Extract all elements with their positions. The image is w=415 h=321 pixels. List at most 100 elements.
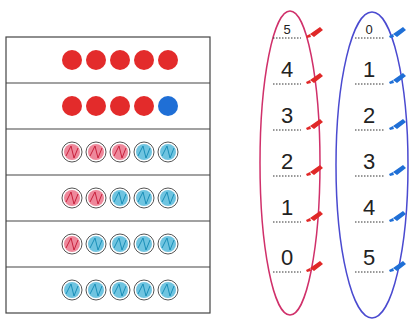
answer-number: 5 bbox=[283, 22, 290, 35]
counter-dot bbox=[62, 96, 82, 116]
counter-dot bbox=[62, 50, 82, 70]
row-divider bbox=[6, 128, 210, 129]
crayon-scribble bbox=[114, 192, 126, 204]
crayon-fill bbox=[88, 144, 104, 160]
crayon-fill bbox=[112, 144, 128, 160]
counter-circle bbox=[134, 142, 154, 162]
counter-circle bbox=[86, 280, 106, 300]
crayon-fill bbox=[64, 282, 80, 298]
row-divider bbox=[6, 220, 210, 221]
answer-line bbox=[273, 130, 301, 131]
crayon-fill bbox=[112, 190, 128, 206]
marker-icon bbox=[389, 261, 406, 272]
answer-line bbox=[355, 176, 384, 177]
marker-icon bbox=[306, 119, 323, 130]
answer-line bbox=[355, 130, 384, 131]
answer-line bbox=[355, 222, 384, 223]
answer-line bbox=[273, 38, 301, 39]
counter-circle bbox=[158, 234, 178, 254]
marker-icon bbox=[389, 73, 406, 84]
counter-circle bbox=[110, 188, 130, 208]
crayon-scribble bbox=[138, 192, 150, 204]
answer-line bbox=[355, 38, 384, 39]
counter-circle bbox=[62, 280, 82, 300]
crayon-scribble bbox=[114, 238, 126, 250]
counter-circle bbox=[134, 188, 154, 208]
counter-circle bbox=[158, 188, 178, 208]
answer-number: 3 bbox=[281, 105, 293, 127]
counter-circle bbox=[62, 142, 82, 162]
marker-icon bbox=[306, 73, 323, 84]
crayon-scribble bbox=[66, 238, 78, 250]
row-divider bbox=[6, 174, 210, 175]
crayon-scribble bbox=[162, 146, 174, 158]
counter-circle bbox=[110, 142, 130, 162]
counter-dot bbox=[110, 96, 130, 116]
blue-loop bbox=[336, 12, 408, 318]
crayon-scribble bbox=[114, 284, 126, 296]
answer-number: 1 bbox=[363, 59, 375, 81]
crayon-scribble bbox=[162, 284, 174, 296]
marker-icon bbox=[306, 261, 323, 272]
counter-dot bbox=[158, 96, 178, 116]
counter-dot bbox=[134, 96, 154, 116]
crayon-scribble bbox=[66, 284, 78, 296]
crayon-fill bbox=[160, 144, 176, 160]
crayon-fill bbox=[64, 144, 80, 160]
crayon-fill bbox=[112, 236, 128, 252]
crayon-scribble bbox=[138, 146, 150, 158]
crayon-fill bbox=[160, 236, 176, 252]
crayon-fill bbox=[88, 236, 104, 252]
crayon-fill bbox=[88, 282, 104, 298]
crayon-fill bbox=[136, 144, 152, 160]
marker-icon bbox=[389, 119, 406, 130]
counter-circle bbox=[110, 280, 130, 300]
crayon-scribble bbox=[138, 238, 150, 250]
crayon-fill bbox=[88, 190, 104, 206]
answer-line bbox=[355, 84, 384, 85]
crayon-scribble bbox=[162, 192, 174, 204]
counter-dot bbox=[110, 50, 130, 70]
counter-circle bbox=[62, 188, 82, 208]
marker-icon bbox=[306, 211, 323, 222]
marker-icon bbox=[306, 27, 323, 38]
crayon-scribble bbox=[90, 192, 102, 204]
marker-icon bbox=[306, 165, 323, 176]
crayon-fill bbox=[64, 236, 80, 252]
counter-circle bbox=[62, 234, 82, 254]
counter-circle bbox=[86, 142, 106, 162]
counter-circle bbox=[86, 188, 106, 208]
answer-number: 1 bbox=[281, 197, 293, 219]
marker-icon bbox=[389, 165, 406, 176]
crayon-fill bbox=[64, 190, 80, 206]
counter-dot bbox=[134, 50, 154, 70]
counter-circle bbox=[86, 234, 106, 254]
answer-number: 0 bbox=[281, 247, 293, 269]
answer-number: 4 bbox=[363, 197, 375, 219]
answer-line bbox=[355, 272, 384, 273]
counter-circle bbox=[158, 280, 178, 300]
answer-line bbox=[273, 176, 301, 177]
counter-dot bbox=[86, 50, 106, 70]
crayon-fill bbox=[112, 282, 128, 298]
counter-circle bbox=[158, 142, 178, 162]
crayon-scribble bbox=[66, 192, 78, 204]
crayon-scribble bbox=[90, 146, 102, 158]
counter-dot bbox=[86, 96, 106, 116]
marker-icon bbox=[389, 211, 406, 222]
counter-circle bbox=[134, 234, 154, 254]
answer-number: 3 bbox=[363, 151, 375, 173]
crayon-scribble bbox=[66, 146, 78, 158]
answer-number: 4 bbox=[281, 59, 293, 81]
crayon-scribble bbox=[90, 238, 102, 250]
crayon-scribble bbox=[162, 238, 174, 250]
answer-number: 2 bbox=[281, 151, 293, 173]
crayon-fill bbox=[136, 190, 152, 206]
red-loop bbox=[260, 11, 320, 315]
answer-number: 0 bbox=[365, 22, 372, 35]
crayon-fill bbox=[160, 190, 176, 206]
crayon-fill bbox=[136, 282, 152, 298]
counter-circle bbox=[134, 280, 154, 300]
row-divider bbox=[6, 266, 210, 267]
